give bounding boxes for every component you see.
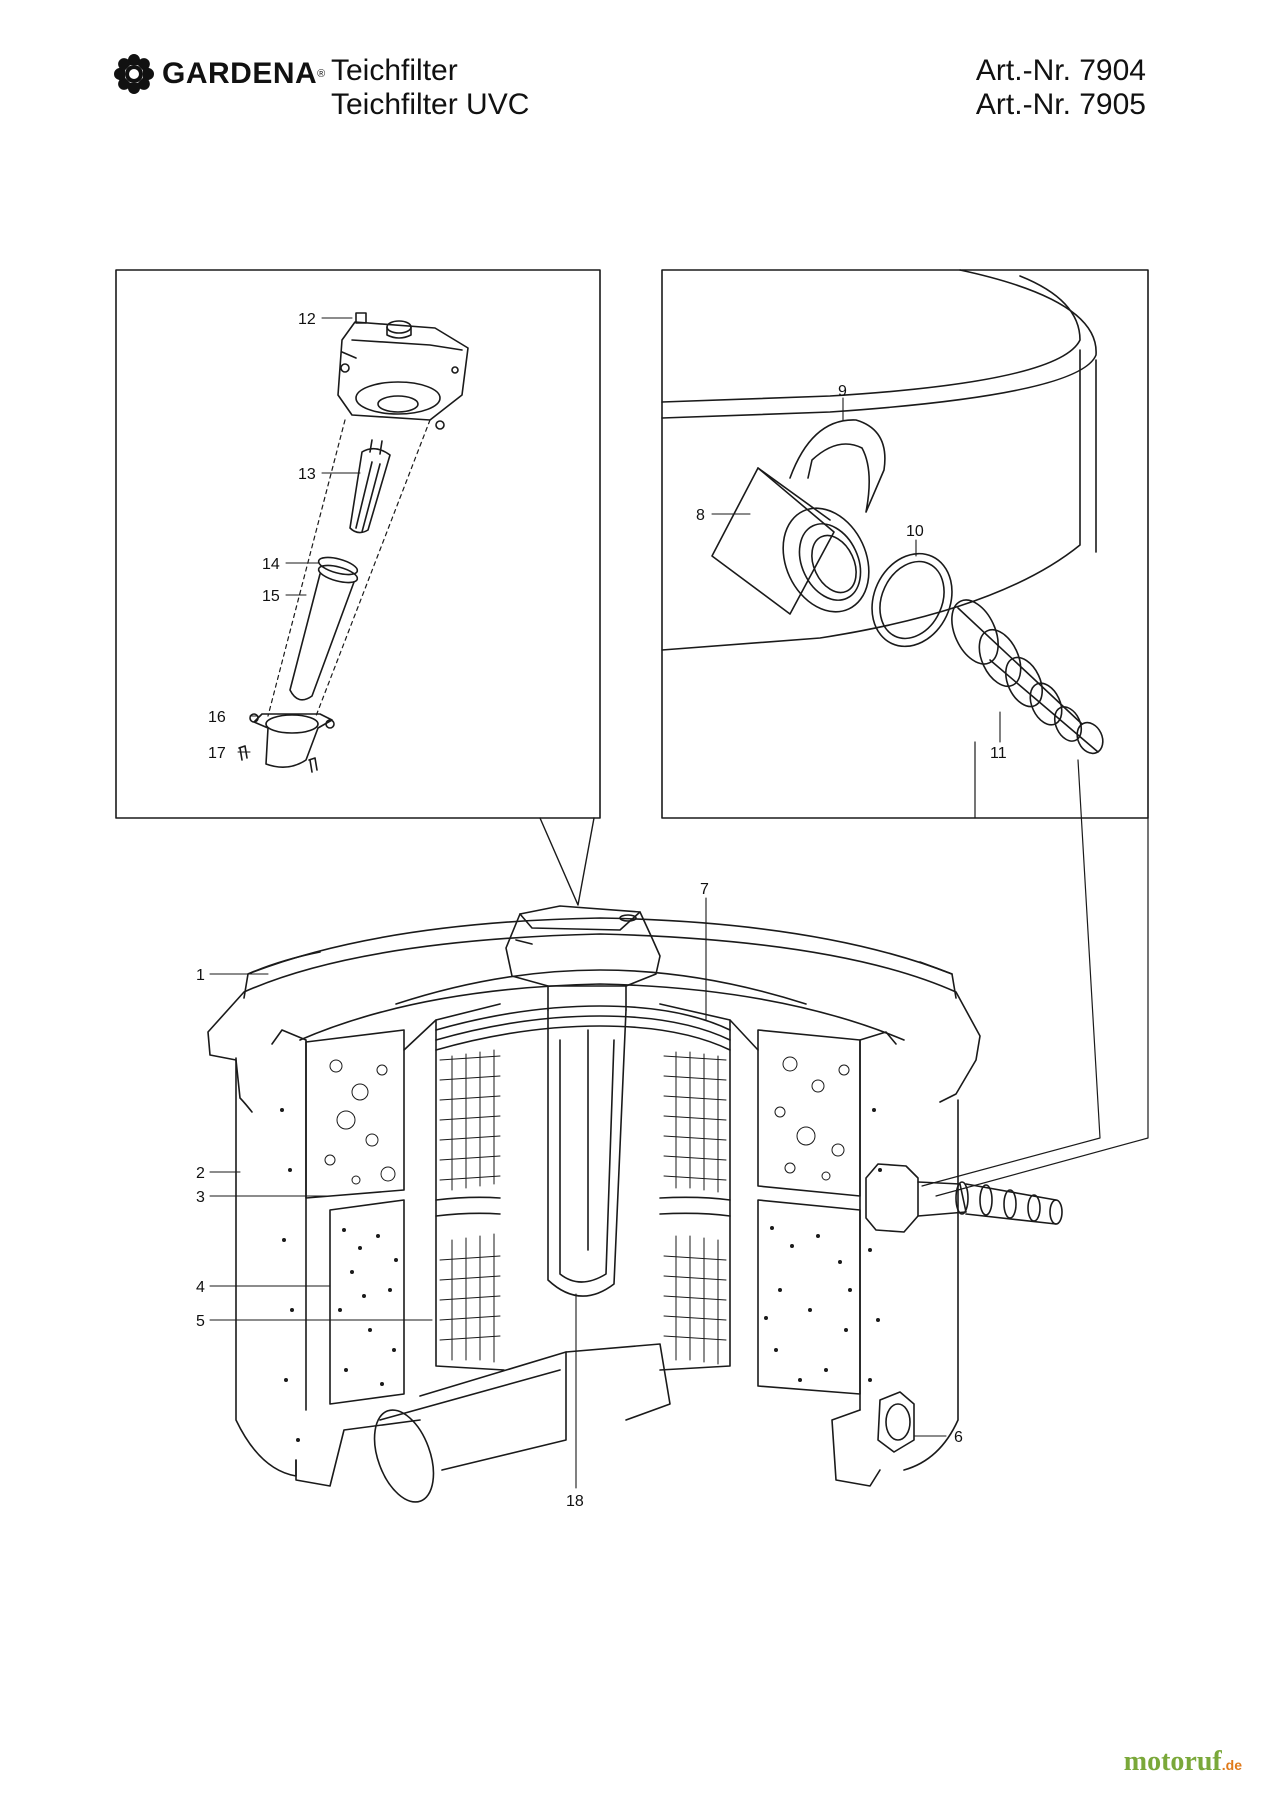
callout-16: 16: [208, 709, 226, 726]
hose-connector-inset: 9 8 10 11: [661, 269, 1149, 1197]
gardena-flower-icon: [114, 54, 154, 94]
brand-logo: GARDENA®: [112, 54, 325, 94]
inset-frame-right: [661, 269, 1149, 819]
article-number-2: Art.-Nr. 7905: [975, 88, 1146, 121]
assembly-line: [267, 419, 346, 717]
callout-14: 14: [262, 556, 280, 573]
retaining-clip: [789, 419, 886, 513]
inset-pointer-left: [539, 817, 595, 906]
hose-nozzle: [951, 599, 1104, 755]
bayonet-socket: [711, 467, 870, 615]
internal-quartz-tube: [547, 1009, 627, 1297]
callout-15: 15: [262, 588, 280, 605]
uvc-bulb: [349, 439, 391, 534]
callout-13: 13: [298, 466, 316, 483]
lamp-housing: [337, 312, 469, 430]
foam-texture: [324, 1056, 850, 1185]
uvc-lamp-inset: 12 13 14 15 16 17: [115, 269, 601, 906]
brand-registered-mark: ®: [317, 68, 326, 80]
quartz-tube: [289, 556, 359, 701]
callout-7: 7: [700, 881, 709, 898]
watermark-suffix: .de: [1221, 1757, 1242, 1773]
assembly-line: [315, 419, 431, 717]
uvc-head: [505, 905, 661, 1011]
side-inlet-nozzle: [865, 1163, 1063, 1233]
drain-nut: [877, 1391, 915, 1453]
callout-3: 3: [196, 1189, 205, 1206]
outlet-pipe: [373, 1343, 671, 1503]
fine-foam-texture: [280, 1108, 882, 1442]
callout-6: 6: [954, 1429, 963, 1446]
article-number-1: Art.-Nr. 7904: [975, 54, 1146, 87]
watermark-name: motoruf: [1123, 1746, 1222, 1777]
callout-2: 2: [196, 1165, 205, 1182]
pond-filter-cutaway: 1 2 3 4 5 6 7 18: [196, 881, 1063, 1510]
callout-8: 8: [696, 507, 705, 524]
filter-cartridge: [403, 1003, 759, 1371]
callout-12: 12: [298, 311, 316, 328]
callout-1: 1: [196, 967, 205, 984]
product-title-1: Teichfilter: [331, 54, 458, 87]
seal-ring: [871, 552, 953, 648]
cartridge-mesh: [439, 1049, 727, 1365]
callout-5: 5: [196, 1313, 205, 1330]
callout-18: 18: [566, 1493, 584, 1510]
callout-10: 10: [906, 523, 924, 540]
page-header: GARDENA® Teichfilter Teichfilter UVC Art…: [0, 0, 1272, 130]
watermark: motoruf.de: [1124, 1746, 1242, 1778]
product-title-2: Teichfilter UVC: [331, 88, 530, 121]
callout-11: 11: [990, 745, 1007, 762]
callout-9: 9: [838, 383, 847, 400]
callout-4: 4: [196, 1279, 205, 1296]
brand-name: GARDENA: [162, 57, 318, 90]
tube-holder: [238, 713, 335, 773]
callout-17: 17: [208, 745, 226, 762]
inset-frame-left: [115, 269, 601, 819]
